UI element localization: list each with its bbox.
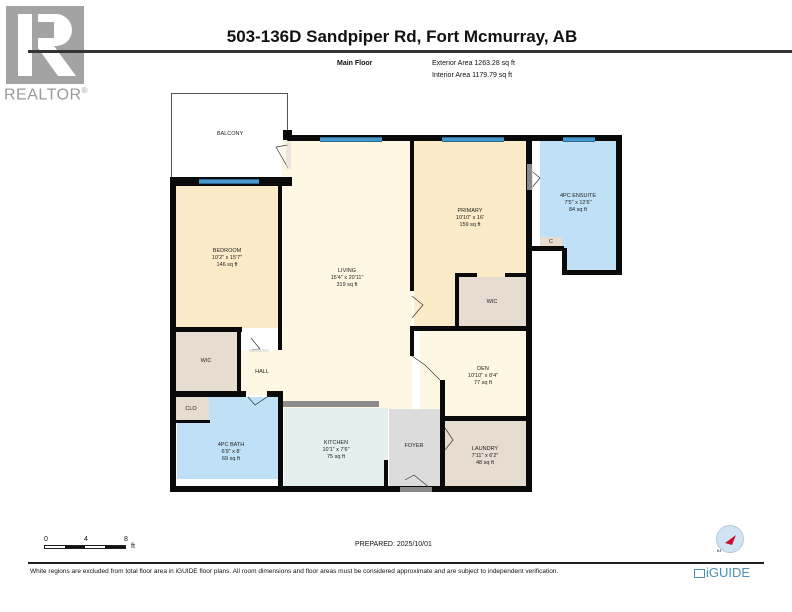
wall (278, 391, 283, 491)
window (320, 137, 382, 142)
wall (170, 486, 532, 492)
wall (455, 275, 459, 327)
room-foyer (389, 409, 441, 487)
realtor-logo (6, 6, 84, 84)
iguide-icon (694, 569, 705, 578)
room-primary-wic (458, 277, 526, 327)
interior-area: Interior Area 1179.79 sq ft (432, 72, 513, 79)
wall (410, 331, 414, 356)
window (563, 137, 595, 142)
wall (176, 420, 210, 423)
floor-label: Main Floor (337, 60, 373, 67)
wall (455, 273, 477, 277)
hall-label: HALL (255, 369, 269, 375)
window (442, 137, 504, 142)
clo-label-overlay: CLO (185, 406, 197, 412)
wall (440, 416, 530, 421)
wall (440, 380, 445, 490)
compass-icon: N (716, 525, 744, 556)
ensuite-notch (530, 250, 562, 275)
bedroom-wic-label: WIC (200, 358, 212, 364)
bath-clo-overlay (175, 397, 209, 422)
room-bedroom (175, 186, 278, 328)
room-living (282, 141, 412, 409)
footer-divider (28, 562, 764, 564)
realtor-wordmark: REALTOR® (4, 86, 88, 104)
wall (170, 177, 176, 491)
room-bedroom-wic (175, 332, 237, 392)
wall (526, 141, 532, 251)
wall (170, 327, 242, 332)
scale-labels: 0 4 8 (44, 536, 128, 543)
room-kitchen (284, 408, 388, 486)
wall (562, 270, 622, 275)
room-den (420, 331, 526, 417)
prepared-date: PREPARED: 2025/10/01 (355, 541, 432, 548)
room-balcony (171, 93, 288, 177)
page-title: 503-136D Sandpiper Rd, Fort Mcmurray, AB (226, 27, 578, 46)
wall (288, 135, 534, 141)
wall (283, 130, 292, 140)
svg-text:N: N (717, 550, 721, 552)
wall (237, 327, 241, 397)
wall (170, 391, 246, 397)
room-laundry (445, 421, 526, 487)
balcony-label: BALCONY (216, 131, 244, 137)
room-hall (241, 350, 286, 395)
wall (384, 460, 388, 490)
exterior-area: Exterior Area 1263.28 sq ft (432, 60, 515, 67)
iguide-logo: iGUIDE (694, 565, 750, 580)
scale-bar (44, 545, 126, 549)
primary-wic-label: WIC (486, 299, 498, 305)
room-ensuite-closet (540, 237, 562, 248)
wall (526, 246, 532, 492)
kitchen-counter (283, 401, 379, 407)
wall (505, 273, 529, 277)
foyer-label: FOYER (404, 443, 424, 449)
wall (562, 248, 567, 275)
ensuite-closet-label: C (549, 239, 553, 245)
wall (410, 141, 414, 291)
header-divider (28, 50, 792, 53)
realtor-r-icon (18, 14, 76, 76)
scale-unit: ft (131, 543, 135, 550)
disclaimer: White regions are excluded from total fl… (30, 568, 559, 575)
wall (278, 186, 282, 350)
window (199, 179, 259, 184)
wall (267, 391, 281, 397)
wall (616, 135, 622, 275)
wall (410, 326, 530, 331)
wall (530, 246, 564, 251)
